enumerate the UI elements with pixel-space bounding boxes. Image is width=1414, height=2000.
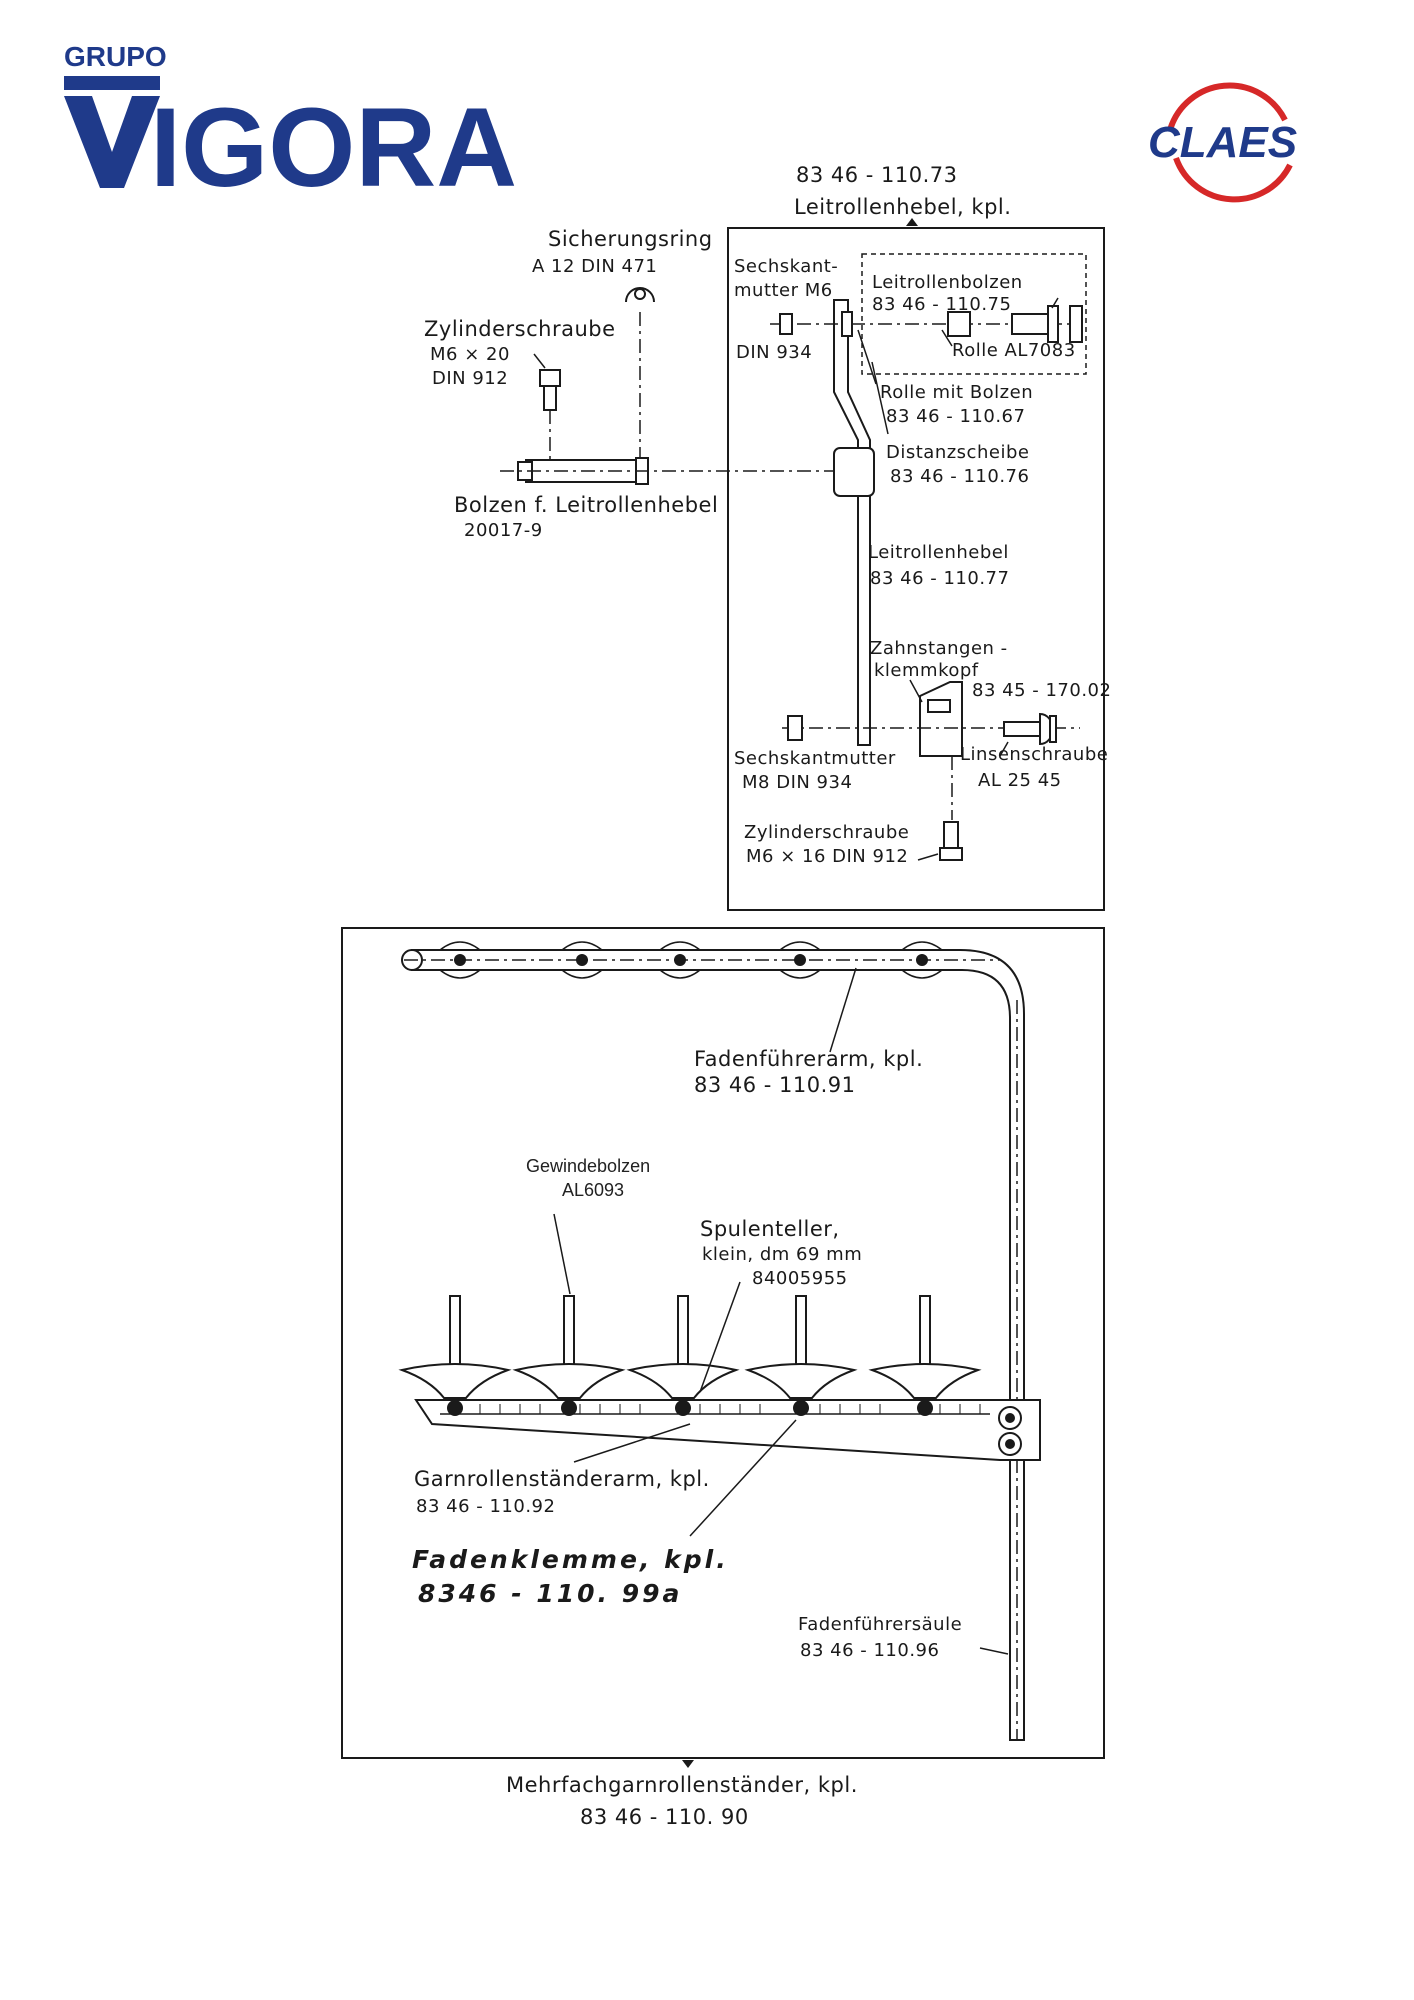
svg-text:83 46 - 110.96: 83 46 - 110.96 (800, 1640, 939, 1661)
svg-text:83 45 - 170.02: 83 45 - 170.02 (972, 680, 1111, 701)
svg-text:Gewindebolzen: Gewindebolzen (526, 1156, 650, 1176)
label-din934-upper: DIN 934 (736, 342, 812, 363)
vigora-logo-name: IGORA (150, 85, 517, 210)
svg-text:AL 25 45: AL 25 45 (978, 770, 1062, 791)
svg-text:DIN 912: DIN 912 (432, 368, 508, 389)
label-fadenfuehrersaeule: Fadenführersäule 83 46 - 110.96 (798, 1614, 962, 1661)
label-sechskantmutter-m6: Sechskant- mutter M6 (734, 256, 838, 301)
sechskantmutter-m6-part (779, 313, 793, 335)
svg-text:83 46 - 110.91: 83 46 - 110.91 (694, 1073, 856, 1097)
svg-text:20017-9: 20017-9 (464, 520, 543, 541)
spool-pin-5 (868, 1295, 982, 1416)
svg-text:Fadenführersäule: Fadenführersäule (798, 1614, 962, 1635)
svg-text:Rolle mit Bolzen: Rolle mit Bolzen (880, 382, 1033, 403)
leitrollenbolzen-part (1011, 313, 1049, 335)
label-rolle: Rolle AL7083 (952, 340, 1076, 361)
svg-text:Bolzen f. Leitrollenhebel: Bolzen f. Leitrollenhebel (454, 493, 718, 517)
zylinderschraube-m6x16-part (943, 821, 959, 849)
label-leitrollenhebel: Leitrollenhebel 83 46 - 110.77 (868, 542, 1009, 589)
svg-text:83 46 - 110.67: 83 46 - 110.67 (886, 406, 1025, 427)
svg-text:Sechskantmutter: Sechskantmutter (734, 748, 896, 769)
lower-title-name: Mehrfachgarnrollenständer, kpl. (506, 1773, 858, 1797)
label-fadenklemme: Fadenklemme, kpl. 8346 - 110. 99a (412, 1545, 729, 1608)
svg-text:AL6093: AL6093 (562, 1180, 624, 1200)
label-zahnstangenklemmkopf: Zahnstangen - klemmkopf 83 45 - 170.02 (870, 638, 1111, 701)
label-sicherungsring: Sicherungsring A 12 DIN 471 (532, 227, 713, 277)
claes-logo-ring (1167, 82, 1288, 131)
svg-text:klemmkopf: klemmkopf (874, 660, 979, 681)
vigora-logo: GRUPO IGORA (64, 41, 517, 210)
svg-text:Sechskant-: Sechskant- (734, 256, 838, 277)
svg-text:84005955: 84005955 (752, 1268, 848, 1289)
svg-text:83 46 - 110.76: 83 46 - 110.76 (890, 466, 1029, 487)
ruler-ticks (459, 1404, 981, 1414)
label-leitrollenbolzen: Leitrollenbolzen 83 46 - 110.75 (872, 272, 1023, 315)
label-gewindebolzen: Gewindebolzen AL6093 (526, 1156, 650, 1200)
lower-title-number: 83 46 - 110. 90 (580, 1805, 749, 1829)
vigora-logo-bar (64, 76, 160, 90)
upper-frame (727, 227, 1105, 911)
svg-text:Fadenführerarm, kpl.: Fadenführerarm, kpl. (694, 1047, 923, 1071)
label-fadenfuehrerarm: Fadenführerarm, kpl. 83 46 - 110.91 (694, 1047, 923, 1097)
claes-logo: CLAES (1148, 82, 1297, 203)
svg-text:Zahnstangen -: Zahnstangen - (870, 638, 1008, 659)
upper-title-name: Leitrollenhebel, kpl. (794, 195, 1011, 219)
svg-text:Sicherungsring: Sicherungsring (548, 227, 713, 251)
zahnstangenklemmkopf-part (919, 681, 963, 757)
fadenfuehrerarm-eyelets (439, 941, 943, 979)
svg-text:M8 DIN 934: M8 DIN 934 (742, 772, 852, 793)
bolzen-leitrollenhebel-part (500, 457, 860, 485)
upper-title-number: 83 46 - 110.73 (796, 163, 958, 187)
zylinderschraube-m6x20-part (539, 369, 561, 387)
lower-assembly: Fadenführerarm, kpl. 83 46 - 110.91 Gewi… (341, 927, 1105, 1829)
vigora-logo-prefix: GRUPO (64, 41, 167, 72)
svg-text:mutter M6: mutter M6 (734, 280, 833, 301)
svg-text:klein, dm 69 mm: klein, dm 69 mm (702, 1244, 862, 1265)
svg-text:Spulenteller,: Spulenteller, (700, 1217, 840, 1241)
svg-text:Zylinderschraube: Zylinderschraube (744, 822, 909, 843)
label-spulenteller: Spulenteller, klein, dm 69 mm 84005955 (700, 1217, 862, 1289)
svg-text:Leitrollenhebel: Leitrollenhebel (868, 542, 1009, 563)
svg-text:83 46 - 110.75: 83 46 - 110.75 (872, 294, 1011, 315)
svg-text:Fadenklemme, kpl.: Fadenklemme, kpl. (412, 1545, 729, 1574)
spool-pin-3 (626, 1295, 740, 1416)
garnrollenstaenderarm-part (414, 1399, 1041, 1461)
svg-text:A 12 DIN 471: A 12 DIN 471 (532, 256, 657, 277)
sechskantmutter-m8-part (787, 715, 803, 741)
svg-text:Leitrollenbolzen: Leitrollenbolzen (872, 272, 1023, 293)
svg-text:8346 - 110. 99a: 8346 - 110. 99a (418, 1579, 682, 1608)
label-garnrollenstaenderarm: Garnrollenständerarm, kpl. 83 46 - 110.9… (414, 1467, 710, 1517)
label-linsenschraube: Linsenschraube AL 25 45 (960, 744, 1108, 791)
svg-text:M6 × 20: M6 × 20 (430, 344, 510, 365)
label-zylinderschraube-m6x16: Zylinderschraube M6 × 16 DIN 912 (744, 822, 909, 867)
vigora-logo-mark (64, 96, 160, 188)
svg-text:Linsenschraube: Linsenschraube (960, 744, 1108, 765)
lower-frame (341, 927, 1105, 1759)
label-sechskantmutter-m8: Sechskantmutter M8 DIN 934 (734, 748, 896, 793)
svg-text:Garnrollenständerarm, kpl.: Garnrollenständerarm, kpl. (414, 1467, 710, 1491)
linsenschraube-part (1003, 712, 1057, 746)
spool-pin-2 (512, 1295, 626, 1416)
svg-text:83 46 - 110.92: 83 46 - 110.92 (416, 1496, 555, 1517)
spool-pin-4 (744, 1295, 858, 1416)
svg-text:Distanzscheibe: Distanzscheibe (886, 442, 1029, 463)
label-rolle-mit-bolzen: Rolle mit Bolzen 83 46 - 110.67 (880, 382, 1033, 427)
label-distanzscheibe: Distanzscheibe 83 46 - 110.76 (886, 442, 1029, 487)
svg-text:M6 × 16 DIN 912: M6 × 16 DIN 912 (746, 846, 908, 867)
spool-pin-1 (398, 1295, 512, 1416)
label-bolzen-leitrollenhebel: Bolzen f. Leitrollenhebel 20017-9 (454, 493, 718, 541)
leitrollenbolzen-box (861, 253, 1087, 375)
claes-logo-name: CLAES (1148, 118, 1297, 167)
leitrollenhebel-part (833, 299, 871, 746)
label-zylinderschraube-m6x20: Zylinderschraube M6 × 20 DIN 912 (424, 317, 616, 389)
svg-text:Zylinderschraube: Zylinderschraube (424, 317, 616, 341)
distanzscheibe-part (833, 447, 875, 497)
rolle-part (947, 311, 971, 337)
upper-assembly: 83 46 - 110.73 Leitrollenhebel, kpl. (424, 163, 1111, 911)
svg-text:83 46 - 110.77: 83 46 - 110.77 (870, 568, 1009, 589)
